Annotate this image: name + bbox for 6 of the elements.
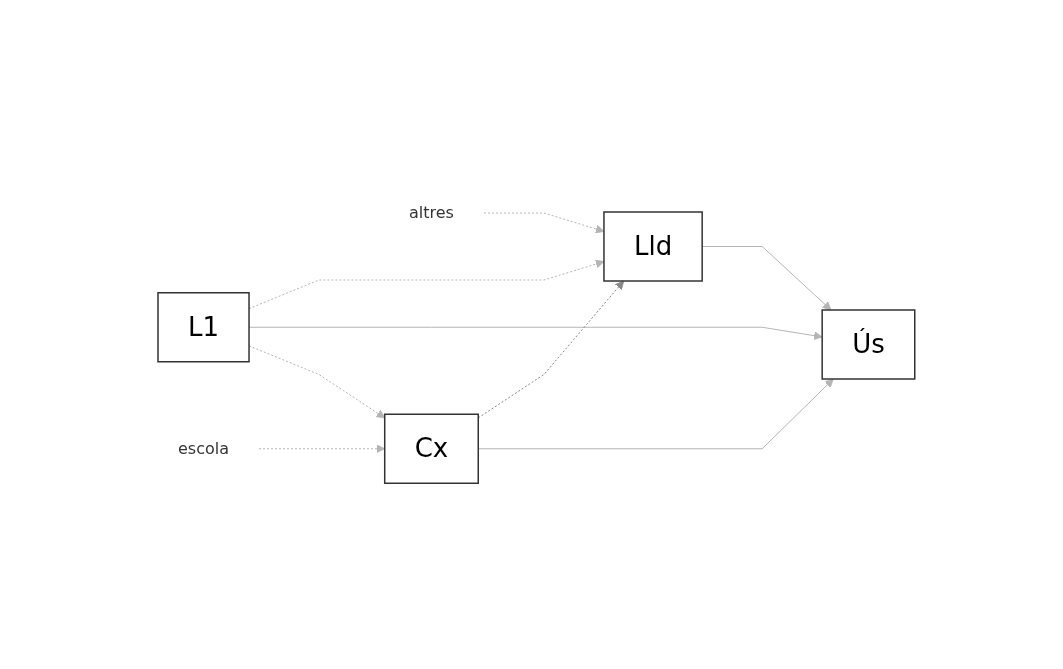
node-text: escola <box>178 438 230 458</box>
node-box: Ús <box>821 309 916 380</box>
node-box: L1 <box>157 291 250 363</box>
node-box: Cx <box>384 413 480 484</box>
node-text: altres <box>409 202 455 222</box>
node-box: Lld <box>603 211 704 282</box>
